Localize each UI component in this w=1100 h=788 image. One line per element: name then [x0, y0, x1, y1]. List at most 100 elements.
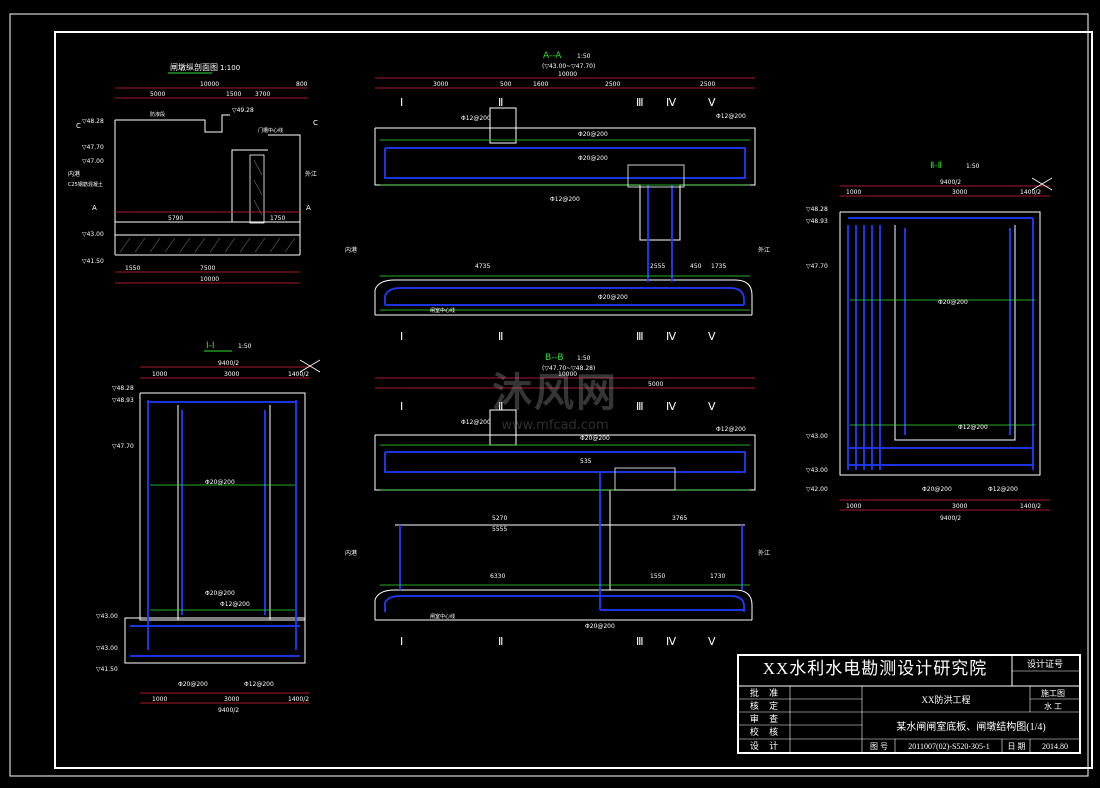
s22-level-3: ▽47.70	[806, 263, 828, 270]
aa-roman-2-bot: Ⅱ	[498, 330, 503, 343]
bb-roman-1-bot: Ⅰ	[400, 635, 403, 648]
bb-roman-3-top: Ⅲ	[636, 400, 644, 413]
gate-level-6: ▽49.28	[232, 107, 254, 114]
s11-dim-bot-total: 9400/2	[218, 707, 239, 714]
role-verify: 核 定	[749, 701, 783, 711]
s11-dim-top-total: 9400/2	[218, 360, 239, 367]
aa-dim-5: 2500	[700, 81, 715, 88]
gate-level-2: ▽47.70	[82, 144, 104, 151]
s11-dim-bot-3: 1400/2	[288, 696, 309, 703]
s22-dim-bot-3: 1400/2	[1020, 503, 1041, 510]
drawing-no: 2011007(02)-S520-305-1	[908, 742, 990, 751]
section-aa-view: A--A 1:50 (▽43.00~▽47.70) 10000 3000 500…	[345, 51, 770, 343]
gate-label-a-left: A	[92, 204, 97, 212]
section-bb-view: B--B 1:50 (▽47.70~▽48.28) 10000 5000 Ⅰ Ⅱ…	[345, 353, 770, 648]
aa-roman-5-bot: Ⅴ	[708, 330, 716, 343]
role-design: 设 计	[749, 741, 783, 751]
bb-roman-1-top: Ⅰ	[400, 400, 403, 413]
section-22-view: Ⅱ-Ⅱ 1:50 9400/2 1000 3000 1400/2	[806, 161, 1053, 522]
bb-rebar-1: Φ12@200	[461, 419, 491, 426]
gate-level-5: ▽41.50	[82, 258, 104, 265]
s11-dim-bot-2: 3000	[224, 696, 239, 703]
section-11-title: Ⅰ-Ⅰ	[206, 341, 215, 351]
bb-roman-4-top: Ⅳ	[666, 400, 677, 413]
bb-dim-half: 5000	[648, 381, 663, 388]
s11-rebar-1: Φ20@200	[205, 479, 235, 486]
bb-roman-2-top: Ⅱ	[498, 400, 503, 413]
section-22-title: Ⅱ-Ⅱ	[930, 161, 942, 171]
section-aa-scale: 1:50	[577, 53, 591, 60]
s22-level-1: ▽48.28	[806, 206, 828, 213]
gate-dim-bottom-c: 7500	[200, 265, 215, 272]
section-bb-title: B--B	[545, 353, 564, 363]
aa-dim-bot-1: 4735	[475, 263, 490, 270]
gate-dim-top-c: 3700	[255, 91, 270, 98]
aa-roman-3-top: Ⅲ	[636, 96, 644, 109]
s22-dim-top-1: 1000	[846, 189, 861, 196]
inner-border	[54, 31, 1093, 769]
drawing-name: 某水闸闸室底板、闸墩结构图(1/4)	[896, 722, 1046, 733]
bb-dim-bot-1: 6330	[490, 573, 505, 580]
bb-dim-mid-4: 535	[580, 458, 592, 465]
s22-dim-top-2: 3000	[952, 189, 967, 196]
s11-level-5: ▽43.00	[96, 645, 118, 652]
aa-side-outer: 外江	[758, 246, 770, 254]
role-check: 校 核	[749, 727, 783, 737]
section-11-view: Ⅰ-Ⅰ 1:50 9400/2 1000 3000 1400/2	[96, 341, 321, 714]
aa-rebar-2: Φ20@200	[578, 131, 608, 138]
section-bb-levels: (▽47.70~▽48.28)	[542, 365, 595, 372]
aa-dim-bot-4: 1735	[711, 263, 726, 270]
s11-level-3: ▽47.70	[112, 443, 134, 450]
project-name: XX防洪工程	[921, 695, 971, 705]
outer-border	[9, 13, 1089, 777]
s22-level-2: ▽48.93	[806, 218, 828, 225]
bb-side-outer: 外江	[758, 549, 770, 557]
bb-dim-mid-3: 3765	[672, 515, 687, 522]
gate-level-3: ▽47.00	[82, 158, 104, 165]
s22-rebar-3: Φ20@200	[922, 486, 952, 493]
s11-rebar-2: Φ12@200	[220, 601, 250, 608]
section-aa-levels: (▽43.00~▽47.70)	[542, 63, 595, 70]
aa-dim-4: 2500	[605, 81, 620, 88]
gate-dim-bottom-e: 10000	[200, 276, 219, 283]
gate-label-concrete: C25钢筋混凝土	[68, 181, 103, 188]
aa-center-note: 闸室中心线	[430, 307, 455, 314]
s11-rebar-5: Φ20@200	[178, 681, 208, 688]
bb-center-note: 闸室中心线	[430, 613, 455, 620]
aa-roman-1-top: Ⅰ	[400, 96, 403, 109]
aa-dim-bot-3: 450	[690, 263, 702, 270]
s22-rebar-4: Φ12@200	[988, 486, 1018, 493]
bb-rebar-3: Φ12@200	[716, 426, 746, 433]
s22-dim-bot-total: 9400/2	[940, 515, 961, 522]
section-11-scale: 1:50	[238, 343, 252, 350]
aa-rebar-5: Φ12@200	[550, 196, 580, 203]
aa-side-inner: 内港	[345, 246, 357, 254]
gate-label-c-left: C	[76, 122, 81, 130]
title-block-frame	[737, 654, 1081, 754]
aa-rebar-1: Φ12@200	[461, 115, 491, 122]
bb-roman-5-bot: Ⅴ	[708, 635, 716, 648]
gate-level-4: ▽43.00	[82, 231, 104, 238]
stage-label: 施工图	[1041, 689, 1065, 698]
aa-dim-1: 3000	[433, 81, 448, 88]
s11-dim-top-3: 1400/2	[288, 371, 309, 378]
gate-label-c-right: C	[313, 119, 318, 127]
s22-dim-bot-1: 1000	[846, 503, 861, 510]
s22-rebar-2: Φ12@200	[958, 424, 988, 431]
gate-label-a-right: A	[306, 204, 311, 212]
drawing-no-label: 图 号	[870, 742, 888, 751]
institute-name: XX水利水电勘测设计研究院	[762, 659, 988, 678]
s22-rebar-1: Φ20@200	[938, 299, 968, 306]
gate-dim-top-b: 1500	[226, 91, 241, 98]
s11-level-1: ▽48.28	[112, 385, 134, 392]
s11-level-4: ▽43.00	[96, 613, 118, 620]
gate-section-title: 闸墩纵剖面图	[170, 62, 218, 72]
bb-side-inner: 内港	[345, 549, 357, 557]
s11-level-2: ▽48.93	[112, 397, 134, 404]
s22-level-6: ▽42.00	[806, 486, 828, 493]
aa-rebar-4: Φ20@200	[578, 155, 608, 162]
bb-dim-bot-2: 1550	[650, 573, 665, 580]
bb-roman-3-bot: Ⅲ	[636, 635, 644, 648]
s11-dim-top-1: 1000	[152, 371, 167, 378]
s22-level-5: ▽43.00	[806, 467, 828, 474]
